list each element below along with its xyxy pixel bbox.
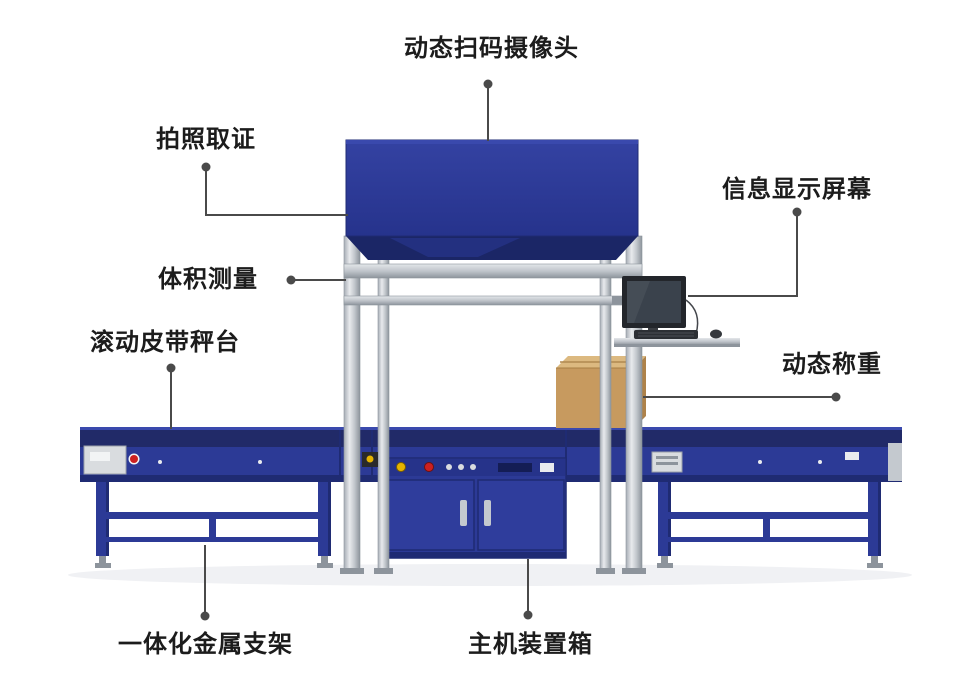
emergency-stop-button [130,455,138,463]
monitor-screen [627,281,681,323]
camera-housing [345,139,639,260]
cabinet-door-right [477,479,565,551]
conveyor-legs [95,482,883,568]
door-handle-left [460,500,467,526]
cabinet-door-left [387,479,475,551]
keyboard-tray [614,338,740,345]
cabinet-indicator-red [424,462,434,472]
mouse [710,329,722,339]
label-photo-capture: 拍照取证 [156,126,256,153]
cabinet-indicator-yellow [396,462,406,472]
label-info-screen: 信息显示屏幕 [722,176,872,203]
label-host-cabinet: 主机装置箱 [468,631,593,658]
label-scan-camera: 动态扫码摄像头 [404,35,579,62]
label-dynamic-weigh: 动态称重 [782,351,882,378]
door-handle-right [484,500,491,526]
cabinet-display-slot [498,463,532,472]
label-metal-frame: 一体化金属支架 [118,631,293,658]
control-cabinet [379,457,567,559]
label-belt-scale: 滚动皮带秤台 [90,329,240,356]
leader-lines [166,79,841,621]
gantry-frame [340,235,646,574]
floor-shadow [68,564,912,586]
keyboard [634,330,698,339]
display-monitor [612,276,740,347]
label-volume-measure: 体积测量 [158,266,258,293]
